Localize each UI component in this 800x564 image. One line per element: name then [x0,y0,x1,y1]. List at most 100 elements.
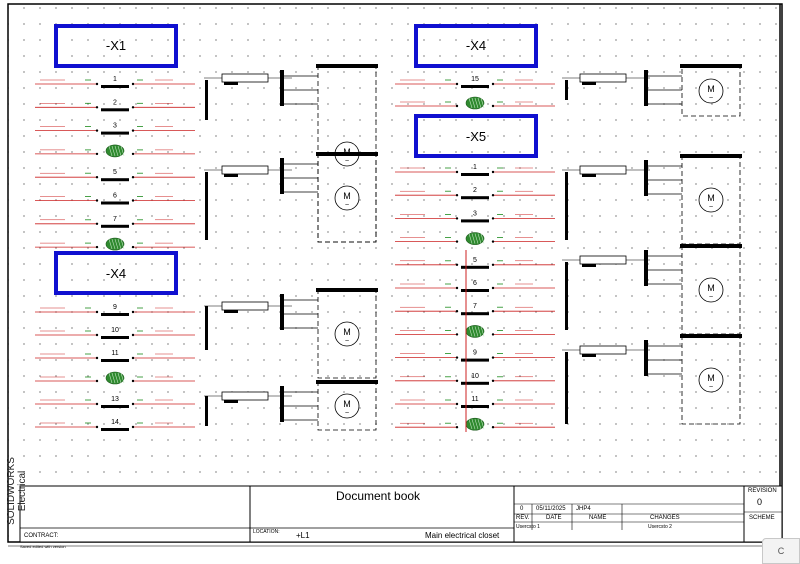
ground-hatch [468,419,473,430]
bus-bar [565,262,568,330]
terminal-dot [491,170,495,174]
terminal-dot [455,170,459,174]
terminal-dot [491,104,495,108]
wiring-diagram: 1235679101113141512356791011M~M~M~M~M~M~… [35,64,742,432]
terminal-dot [455,333,459,336]
terminal-bar [461,381,489,385]
ground-hatch [114,239,119,250]
ground-hatch [468,233,473,244]
terminal-dot [95,222,99,225]
breaker-5 [579,165,627,175]
terminal-bar [461,289,489,292]
name-value: JHP4 [576,506,591,512]
terminal-bar [101,108,129,112]
terminal-dot [131,222,135,225]
ground-hatch [120,145,125,156]
terminal-bar [461,219,489,223]
ground-hatch [117,372,122,384]
terminal-block-x5-box[interactable] [414,114,538,158]
terminal-number: 1 [113,76,117,83]
corner-action-button[interactable]: C [762,538,800,564]
terminal-block-x4-lower-box[interactable] [54,251,178,295]
terminal-dot [455,356,459,359]
bus-bar [565,172,568,240]
motor-unit-7-bar [680,334,742,338]
terminal-dot [131,333,135,337]
ground-hatch [111,145,116,156]
terminal-number: 13 [111,396,119,403]
terminal-number: 14 [111,419,119,426]
terminal-dot [95,402,99,406]
breaker-0-base [224,82,238,85]
terminal-block-x1-box[interactable] [54,24,178,68]
motor-unit-3-bar [316,380,378,384]
terminal-dot [455,379,459,382]
ground-hatch [108,372,113,384]
terminal-dot [95,176,99,179]
date-header: DATE [546,515,562,521]
bus-bar [205,172,208,240]
breaker-1 [221,165,269,175]
revision-value: 0 [757,497,763,507]
terminal-dot [131,129,135,132]
terminal-dot [95,379,99,383]
terminal-number: 7 [473,303,477,310]
ground-hatch [111,239,116,250]
motor-tilde: ~ [345,202,349,209]
terminal-dot [455,194,459,197]
scheme-label: SCHEME [749,515,775,521]
closet-name: Main electrical closet [425,531,500,540]
ground-hatch [117,145,122,156]
terminal-block-x5-label: -X5 [465,129,487,144]
terminal-dot [95,425,99,429]
title-block [8,485,783,547]
terminal-dot [491,217,495,220]
terminal-number: 9 [113,304,117,311]
breaker-7-base [582,354,596,357]
terminal-dot [491,240,495,243]
terminal-number: 9 [473,350,477,357]
motor-unit-1-bar [316,152,378,156]
terminal-dot [95,245,99,249]
feed-bus [280,294,284,330]
terminal-block-x4-upper-box[interactable] [414,24,538,68]
terminal-block-x4-upper-label: -X4 [465,38,487,53]
terminal-dot [131,402,135,406]
rev-value: 0 [520,506,524,512]
motor-symbol: M [707,193,715,203]
ground-hatch [477,326,482,337]
user1: Usercsto 1 [516,524,540,530]
location-value: +L1 [296,531,310,540]
ground-hatch [468,97,473,109]
terminal-number: 10 [111,327,119,334]
terminal-number: 1 [473,164,477,171]
motor-unit-2-bar [316,288,378,292]
motor-icon [698,187,724,213]
ground-hatch [477,419,482,430]
terminal-dot [95,129,99,132]
motor-symbol: M [343,191,351,201]
terminal-dot [131,106,135,109]
terminal-dot [455,286,459,290]
terminal-dot [491,379,495,382]
terminal-bar [101,85,129,88]
terminal-number: 5 [473,257,477,264]
ground-hatch [120,239,125,250]
terminal-bar [461,358,489,362]
terminal-dot [491,402,495,406]
terminal-dot [455,82,459,86]
terminal-dot [95,333,99,337]
motor-icon [698,78,724,104]
motor-tilde: ~ [709,384,713,391]
terminal-number: 7 [113,216,117,223]
ground-hatch [471,419,476,430]
motor-unit-4-bar [680,64,742,68]
terminal-block-x1-label: -X1 [105,38,127,53]
terminal-bar [101,405,129,408]
motor-unit-0-bar [316,64,378,68]
terminal-dot [491,263,495,266]
terminal-bar [101,359,129,362]
ground-hatch [471,233,476,244]
motor-tilde: ~ [709,95,713,102]
ground-icon [105,237,125,251]
